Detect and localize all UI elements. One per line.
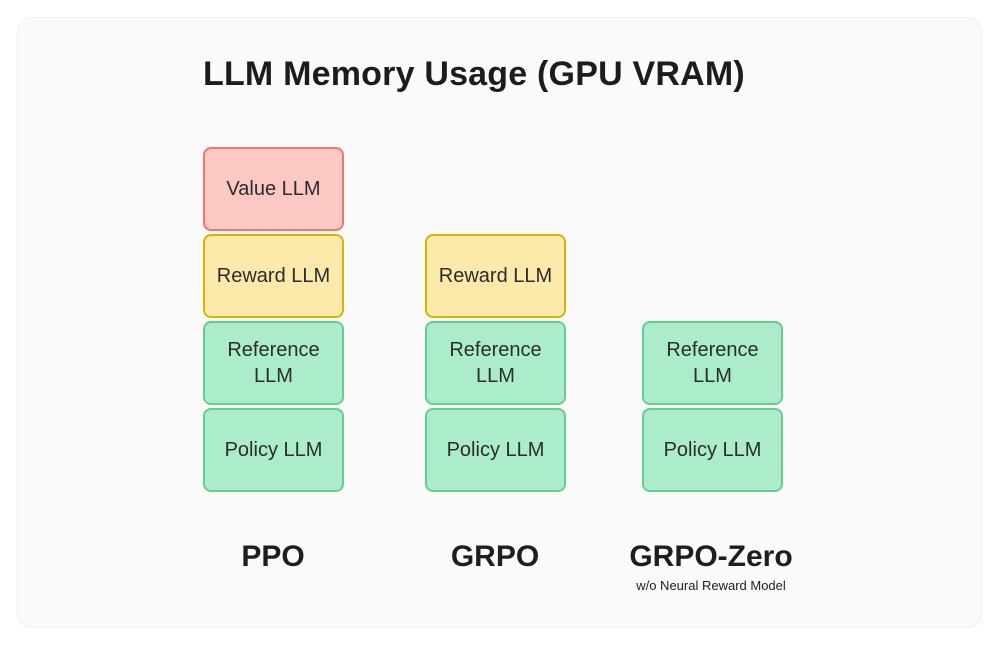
block-label: Reference LLM <box>449 339 542 387</box>
block-label: Reward LLM <box>438 265 553 287</box>
column-caption-grpo-zero: w/o Neural Reward Model <box>636 578 786 593</box>
block-reference-llm: Reference LLM <box>425 321 566 405</box>
diagram-title: LLM Memory Usage (GPU VRAM) <box>203 55 745 93</box>
column-label-grpo-zero: GRPO-Zero <box>629 540 793 573</box>
block-reward-llm: Reward LLM <box>203 234 344 318</box>
block-policy-llm: Policy LLM <box>425 408 566 492</box>
block-reference-llm: Reference LLM <box>203 321 344 405</box>
stack-ppo: Value LLM Reward LLM Reference LLM Polic… <box>203 147 344 492</box>
block-reference-llm: Reference LLM <box>642 321 783 405</box>
block-value-llm: Value LLM <box>203 147 344 231</box>
block-label: Policy LLM <box>446 439 545 461</box>
memory-usage-card: LLM Memory Usage (GPU VRAM) Value LLM Re… <box>17 17 982 628</box>
column-label-ppo: PPO <box>241 540 305 573</box>
block-label: Policy LLM <box>224 439 323 461</box>
block-label: Reward LLM <box>216 265 331 287</box>
block-label: Reference LLM <box>666 339 759 387</box>
block-label: Value LLM <box>226 178 321 200</box>
block-policy-llm: Policy LLM <box>642 408 783 492</box>
block-reward-llm: Reward LLM <box>425 234 566 318</box>
stack-grpo-zero: Reference LLM Policy LLM <box>642 321 783 492</box>
block-label: Policy LLM <box>663 439 762 461</box>
block-policy-llm: Policy LLM <box>203 408 344 492</box>
stack-grpo: Reward LLM Reference LLM Policy LLM <box>425 234 566 492</box>
column-label-grpo: GRPO <box>450 540 540 573</box>
block-label: Reference LLM <box>227 339 320 387</box>
